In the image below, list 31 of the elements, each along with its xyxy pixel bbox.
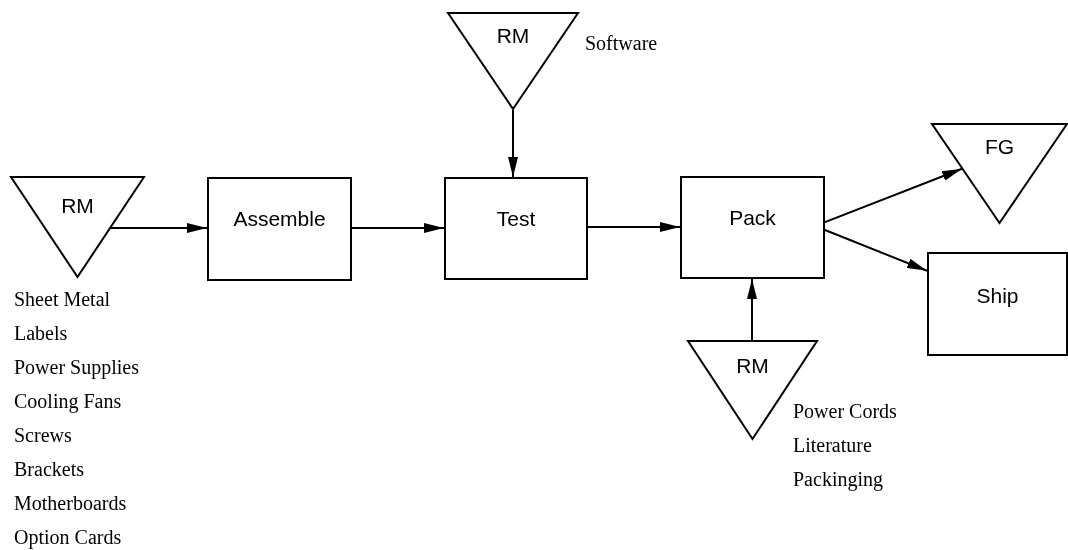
material-label: Brackets [14, 457, 85, 482]
arrow [587, 222, 681, 232]
process-box [444, 177, 588, 280]
node-label: RM [736, 354, 769, 377]
process-box [927, 252, 1068, 356]
node-label: FG [984, 135, 1015, 158]
material-label: Software [585, 31, 658, 56]
material-label: Cooling Fans [14, 389, 123, 415]
material-label: Motherboards [14, 491, 128, 516]
arrow [747, 278, 757, 341]
process-box [680, 176, 825, 279]
material-label: Power Cords [793, 399, 897, 424]
material-label: Option Cards [14, 525, 123, 550]
material-label: Sheet Metal [14, 287, 112, 312]
process-box [207, 177, 352, 281]
arrow [824, 167, 963, 224]
node-label: RM [61, 194, 94, 217]
node-label: Pack [729, 206, 776, 229]
material-label: Labels [14, 321, 69, 346]
node-label: Assemble [233, 207, 326, 230]
arrow [109, 223, 208, 233]
material-label: Literature [793, 433, 873, 458]
arrow [824, 229, 928, 272]
node-label: Ship [976, 284, 1019, 307]
arrow [508, 109, 518, 178]
material-label: Packinging [793, 467, 884, 493]
node-label: RM [496, 24, 530, 47]
material-label: Screws [14, 423, 73, 448]
arrow [351, 223, 445, 233]
material-label: Power Supplies [14, 355, 139, 381]
node-label: Test [496, 207, 536, 230]
